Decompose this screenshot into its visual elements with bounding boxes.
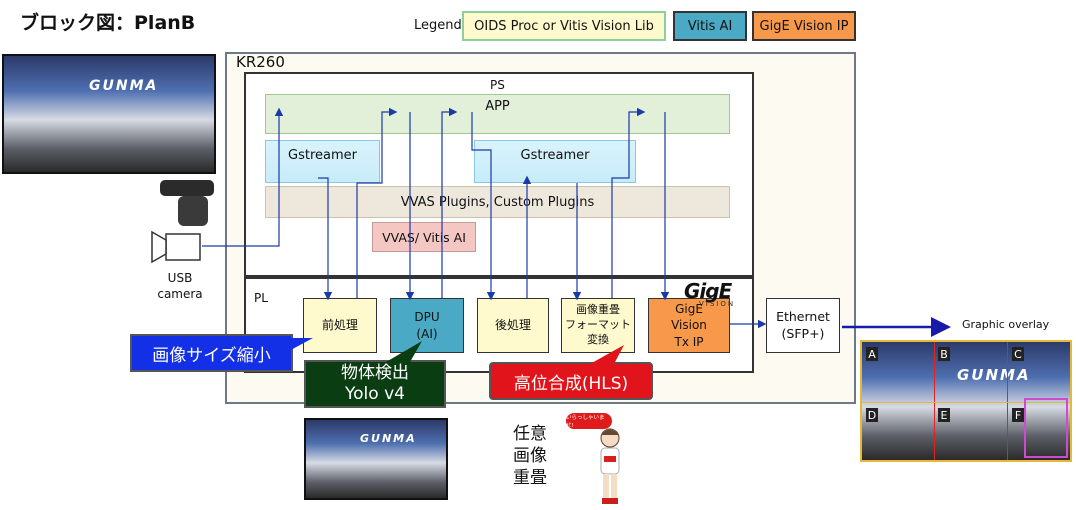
vvas-plugins-label: VVAS Plugins, Custom Plugins [400,194,595,210]
pl-label: PL [254,291,268,305]
resize-callout-text: 画像サイズ縮小 [152,345,271,366]
speech-bubble-text: いらっしゃいませ! [566,415,605,429]
app-label: APP [485,99,510,114]
overlay-banner: GUNMA [957,366,1031,384]
overlay-cell-e: E [938,408,950,422]
resize-callout-pointer [287,338,313,352]
board-label: KR260 [236,53,285,71]
resize-callout: 画像サイズ縮小 [130,334,293,372]
ethernet-block: Ethernet (SFP+) [766,298,840,353]
speech-bubble: いらっしゃいませ! [566,413,612,429]
vvas-vitis-ai-label: VVAS/ Vitis AI [382,229,466,245]
preprocess-block: 前処理 [303,298,377,353]
vvas-vitis-ai-block: VVAS/ Vitis AI [372,222,476,252]
hls-callout-pointer [590,345,624,364]
gstreamer-left-block: Gstreamer [265,140,380,183]
photo-banner-text: GUNMA [89,78,159,94]
gige-logo-sub: VISION [699,300,736,308]
diagram-title: ブロック図：PlanB [20,12,196,34]
legend-oids: OIDS Proc or Vitis Vision Lib [462,11,666,41]
camera-input-photo: GUNMA [2,54,216,174]
detection-photo: GUNMA [304,418,448,500]
overlay-cell-f: F [1012,408,1024,422]
legend-gige-vision: GigE Vision IP [752,11,856,41]
ps-label: PS [490,78,505,92]
graphic-overlay-label: Graphic overlay [962,318,1050,331]
overlay-grid-line [862,402,1070,403]
gstreamer-right-block: Gstreamer [474,140,636,183]
legend-label: Legend [414,18,462,33]
gstreamer-left-label: Gstreamer [288,148,357,163]
postprocess-block: 後処理 [477,298,549,353]
vvas-plugins-block: VVAS Plugins, Custom Plugins [265,186,730,218]
graphic-overlay-output: GUNMA A B C D E F [860,340,1072,462]
overlay-character-frame [1024,398,1068,458]
usb-camera-label: USB camera [157,271,203,301]
legend-vitis-ai: Vitis AI [673,11,747,41]
hls-callout: 高位合成(HLS) [489,362,653,400]
overlay-cell-b: B [938,347,950,361]
gstreamer-right-label: Gstreamer [520,148,590,163]
dpu-block: DPU (AI) [390,298,464,353]
overlay-format-block: 画像重畳 フォーマット 変換 [561,298,635,353]
detect-callout: 物体検出 Yolo v4 [304,360,446,408]
gige-logo-text: GigE [684,279,732,303]
overlay-cell-c: C [1012,347,1024,361]
gige-vision-logo: GigE [684,279,732,303]
usb-camera-icon [150,230,202,264]
overlay-red-lines [934,342,1008,460]
detect-callout-pointer [386,341,422,362]
app-block: APP [265,94,730,134]
overlay-cell-d: D [866,408,878,422]
hls-callout-text: 高位合成(HLS) [513,373,629,394]
arbitrary-overlay-label: 任意 画像 重畳 [513,424,547,489]
webcam-device [158,178,216,228]
detection-photo-banner: GUNMA [360,432,417,445]
overlay-cell-a: A [866,347,878,361]
gige-tx-block: GigE Vision Tx IP [648,298,730,353]
mascot-character-icon [600,428,620,504]
